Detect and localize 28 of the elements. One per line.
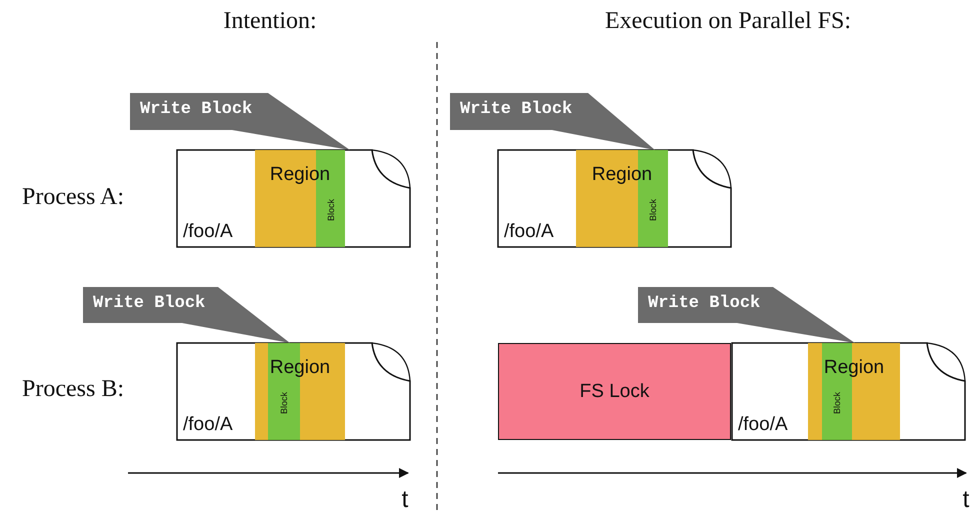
callout-bubble: Write Block: [450, 93, 655, 150]
file-path: /foo/A: [183, 221, 233, 243]
region-band: [255, 150, 345, 247]
callout-bubble: Write Block: [130, 93, 350, 150]
file-path: /foo/A: [183, 414, 233, 436]
region-label: Region: [590, 164, 654, 186]
region-label: Region: [822, 357, 886, 379]
row-label: Process B:: [22, 376, 124, 403]
region-label: Region: [268, 357, 332, 379]
block-label: Block: [648, 199, 658, 222]
region-band: [255, 343, 345, 440]
section-heading: Intention:: [223, 8, 317, 35]
axis-label: t: [962, 486, 970, 514]
region-band: [808, 343, 900, 440]
callout-bubble: Write Block: [638, 287, 855, 343]
section-heading: Execution on Parallel FS:: [605, 8, 851, 35]
region-band: [576, 150, 668, 247]
file-path: /foo/A: [504, 221, 554, 243]
row-label: Process A:: [22, 184, 124, 211]
lock-box: [498, 343, 731, 440]
file-path: /foo/A: [738, 414, 788, 436]
region-label: Region: [268, 164, 332, 186]
axis-label: t: [402, 486, 408, 514]
block-label: Block: [832, 392, 842, 414]
block-label: Block: [326, 199, 336, 222]
block-label: Block: [279, 392, 289, 414]
callout-bubble: Write Block: [83, 287, 290, 343]
lock-label: FS Lock: [580, 380, 650, 402]
